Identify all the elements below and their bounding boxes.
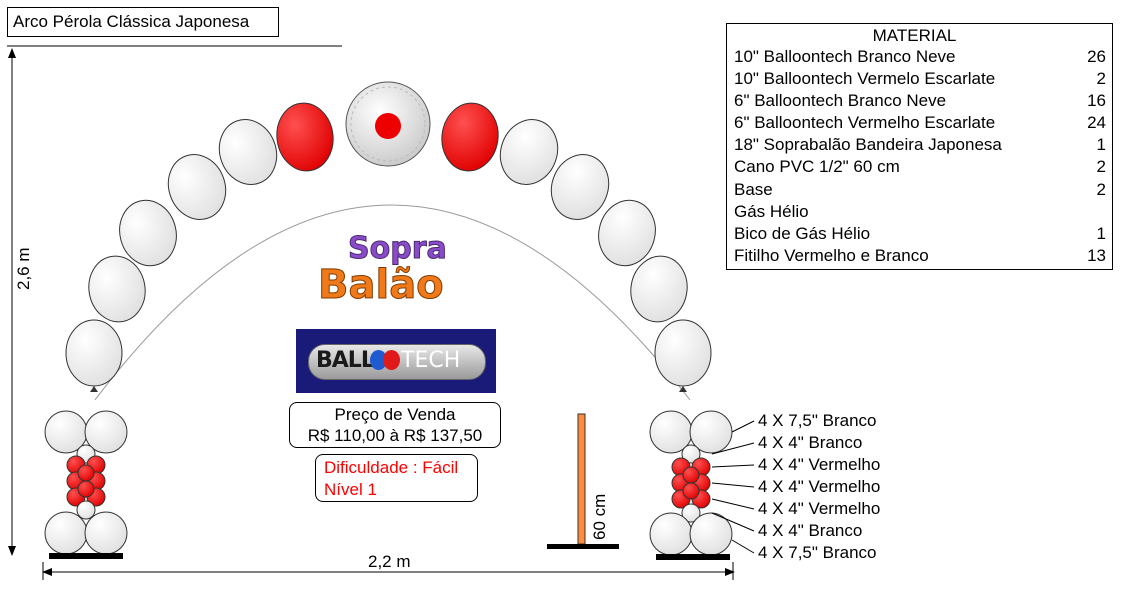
difficulty-box: Dificuldade : Fácil Nível 1 <box>315 454 478 502</box>
material-name: 6" Balloontech Vermelho Escarlate <box>734 113 996 133</box>
difficulty-text: Dificuldade : Fácil <box>324 458 459 477</box>
material-qty: 2 <box>1096 179 1106 199</box>
price-box: Preço de Venda R$ 110,00 à R$ 137,50 <box>289 402 501 448</box>
pipe-base <box>547 544 619 549</box>
japanese-flag-foil-balloon <box>345 81 431 167</box>
material-name: 10" Balloontech Vermelo Escarlate <box>734 69 996 89</box>
material-row: Base 2 <box>727 179 1112 201</box>
material-qty: 2 <box>1096 69 1106 89</box>
material-row: 6" Balloontech Vermelho Escarlate 24 <box>727 112 1112 134</box>
material-row: Gás Hélio <box>727 201 1112 223</box>
material-name: Base <box>734 179 773 199</box>
material-name: Fitilho Vermelho e Branco <box>734 245 929 265</box>
legend-leaders <box>711 420 755 554</box>
material-qty: 1 <box>1096 223 1106 243</box>
legend-item: 4 X 7,5" Branco <box>758 543 877 562</box>
material-qty: 2 <box>1096 157 1106 177</box>
material-name: 6" Balloontech Branco Neve <box>734 91 947 111</box>
diagram-title: Arco Pérola Clássica Japonesa <box>7 7 279 37</box>
material-name: Gás Hélio <box>734 201 809 221</box>
material-row: 6" Balloontech Branco Neve 16 <box>727 90 1112 112</box>
material-qty: 26 <box>1087 47 1106 66</box>
material-name: Cano PVC 1/2" 60 cm <box>734 157 900 177</box>
column-legend: 4 X 7,5" Branco 4 X 4" Branco 4 X 4" Ver… <box>758 410 880 564</box>
legend-item: 4 X 4" Branco <box>758 433 863 452</box>
difficulty-level: Nível 1 <box>324 480 377 499</box>
material-name: 18" Soprabalão Bandeira Japonesa <box>734 135 1002 155</box>
material-header: MATERIAL <box>872 26 957 45</box>
material-name: Bico de Gás Hélio <box>734 223 871 243</box>
left-column <box>44 410 128 555</box>
soprabalao-logo-top: Sopra <box>348 231 447 266</box>
material-qty: 1 <box>1096 135 1106 155</box>
pipe-length-label: 60 cm <box>590 493 609 540</box>
soprabalao-logo: Sopra Balão <box>318 231 448 309</box>
balloon-o-icon <box>383 350 400 370</box>
material-name: 10" Balloontech Branco Neve <box>734 47 956 66</box>
height-label: 2,6 m <box>14 247 33 290</box>
balloontech-logo: BALL TECH <box>296 329 496 393</box>
material-row: Cano PVC 1/2" 60 cm 2 <box>727 156 1112 178</box>
legend-item: 4 X 4" Branco <box>758 521 863 540</box>
material-row: 10" Balloontech Branco Neve 26 <box>727 46 1112 68</box>
material-row: 10" Balloontech Vermelo Escarlate 2 <box>727 68 1112 90</box>
material-qty: 16 <box>1087 91 1106 111</box>
legend-item: 4 X 7,5" Branco <box>758 411 877 430</box>
arch-balloons <box>65 102 712 387</box>
price-range: R$ 110,00 à R$ 137,50 <box>307 426 483 445</box>
price-label: Preço de Venda <box>334 405 456 424</box>
material-row: Fitilho Vermelho e Branco 13 <box>727 245 1112 267</box>
width-label: 2,2 m <box>368 552 411 571</box>
legend-item: 4 X 4" Vermelho <box>758 499 881 518</box>
material-qty: 24 <box>1087 113 1106 133</box>
balloontech-logo-a: BALL <box>316 348 375 373</box>
soprabalao-logo-bottom: Balão <box>318 262 444 308</box>
right-base <box>656 554 730 560</box>
arch-wire <box>94 204 691 401</box>
left-base <box>49 553 123 559</box>
balloon-o-icon <box>370 350 387 370</box>
balloontech-logo-b: TECH <box>401 348 461 373</box>
right-column <box>649 410 733 556</box>
material-qty: 13 <box>1087 245 1106 265</box>
pvc-pipe <box>577 413 586 545</box>
legend-item: 4 X 4" Vermelho <box>758 455 881 474</box>
material-row: Bico de Gás Hélio 1 <box>727 223 1112 245</box>
material-row: 18" Soprabalão Bandeira Japonesa 1 <box>727 134 1112 156</box>
legend-item: 4 X 4" Vermelho <box>758 477 881 496</box>
